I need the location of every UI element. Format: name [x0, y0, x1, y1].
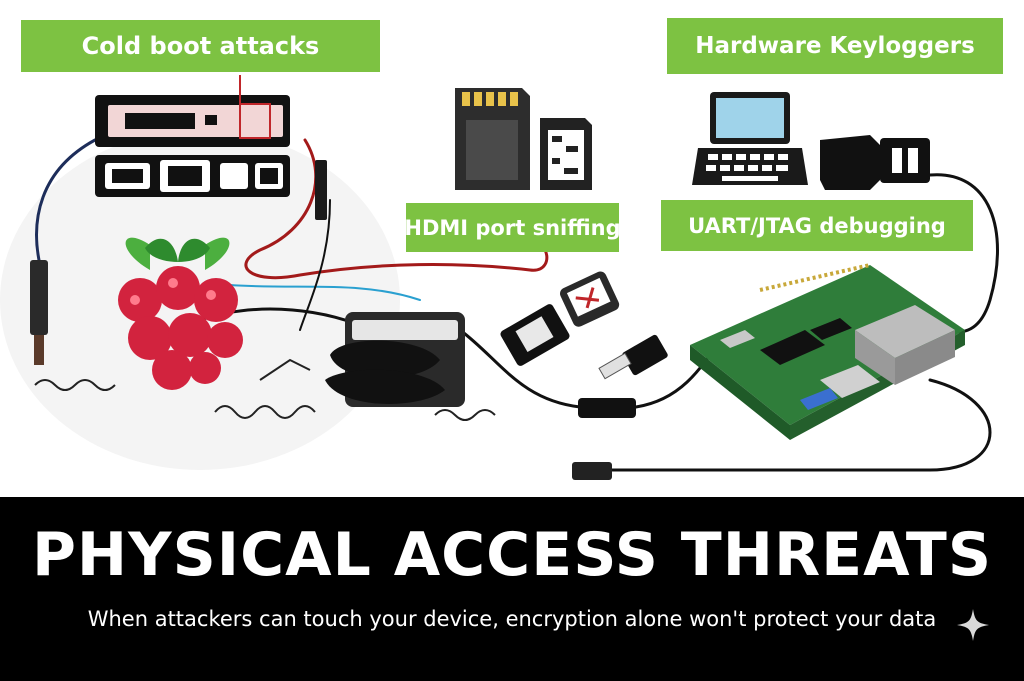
label-uart-jtag-debugging: UART/JTAG debugging [661, 200, 973, 251]
raspberry-pi-logo-icon [118, 237, 243, 390]
title-banner: PHYSICAL ACCESS THREATS When attackers c… [0, 497, 1024, 681]
black-cable-from-memory [299, 199, 331, 331]
cables-and-devices-illustration [0, 75, 999, 480]
memory-module-icon [95, 75, 290, 197]
power-adapter-icon [325, 312, 465, 407]
micro-sd-card-icon [540, 118, 592, 190]
label-hdmi-port-sniffing: HDMI port sniffing [404, 203, 621, 252]
label-hardware-keyloggers: Hardware Keyloggers [667, 18, 1003, 74]
keylogger-dongle-icon [820, 135, 930, 190]
sparkle-icon [957, 609, 989, 641]
hdmi-sniffer-device [500, 271, 620, 366]
probe-connector [315, 160, 327, 220]
usb-plug-icon [572, 334, 668, 480]
black-cable-to-plug [458, 328, 582, 409]
label-cold-boot-attacks: Cold boot attacks [21, 20, 380, 72]
circuit-board-icon [690, 263, 965, 440]
left-plug-connector [30, 260, 48, 365]
banner-subtitle: When attackers can touch your device, en… [87, 607, 937, 631]
cyan-cable [229, 284, 421, 301]
illustration-scene: Cold boot attacks Hardware Keyloggers HD… [0, 18, 1003, 480]
sd-card-icon [455, 88, 530, 190]
bottom-cable [608, 378, 992, 472]
red-cable [244, 138, 549, 280]
blue-cable-left [35, 138, 97, 267]
banner-title: PHYSICAL ACCESS THREATS [31, 520, 993, 590]
laptop-icon [692, 92, 808, 185]
scribble-marks [34, 358, 496, 421]
